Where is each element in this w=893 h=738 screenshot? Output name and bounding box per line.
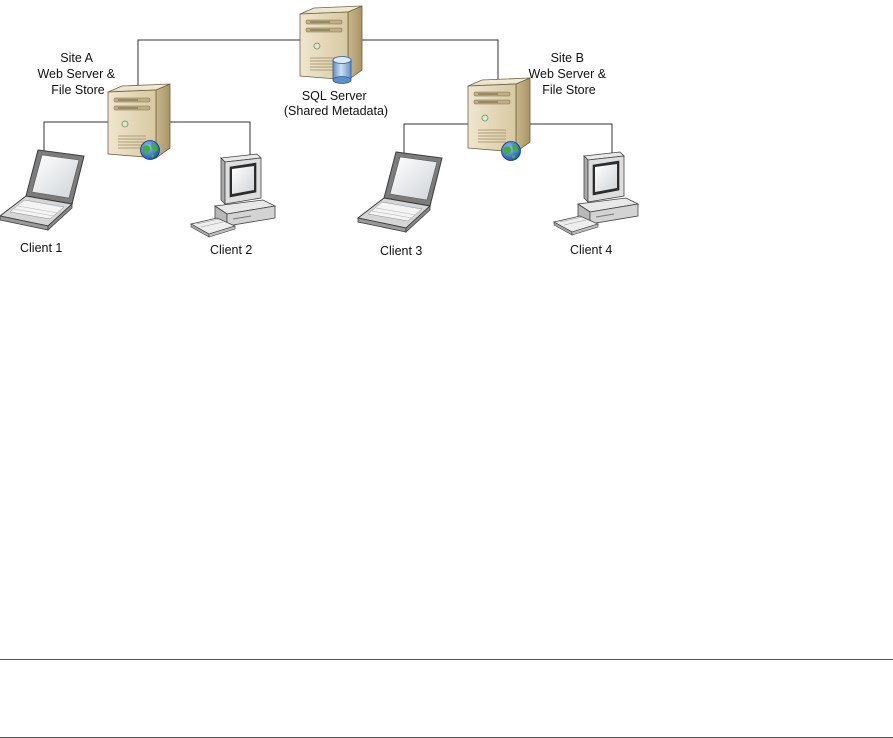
horizontal-rule-top [0,659,893,660]
site-b-label: Site B Web Server & File Store [528,51,609,97]
server-icon [467,77,531,153]
database-icon [332,56,352,84]
site-b-server-node: Site B Web Server & File Store [467,51,609,161]
laptop-icon [0,149,85,231]
site-a-server-node: Site A Web Server & File Store [37,51,171,160]
link-sql-site-a [137,39,304,92]
sql-server-label: SQL Server (Shared Metadata) [284,89,388,118]
sql-server-node: SQL Server (Shared Metadata) [284,5,388,118]
client-3-label: Client 3 [380,244,422,258]
client-3-node: Client 3 [357,151,443,258]
link-site-a-client-1 [43,121,108,160]
link-site-b-client-3 [403,123,470,158]
globe-icon [140,140,160,160]
site-a-label: Site A Web Server & File Store [37,51,118,97]
desktop-computer-icon [190,153,276,238]
server-icon [107,83,171,159]
client-4-label: Client 4 [570,243,612,257]
link-sql-site-b [360,39,499,84]
client-2-label: Client 2 [210,243,252,257]
client-2-node: Client 2 [190,153,276,257]
connections [43,39,613,160]
link-site-b-client-4 [528,123,613,158]
laptop-icon [357,151,443,233]
desktop-computer-icon [553,151,639,236]
client-1-node: Client 1 [0,149,85,255]
client-4-node: Client 4 [553,151,639,257]
client-1-label: Client 1 [20,241,62,255]
server-icon [299,5,363,81]
globe-icon [501,141,521,161]
link-site-a-client-2 [168,121,251,160]
